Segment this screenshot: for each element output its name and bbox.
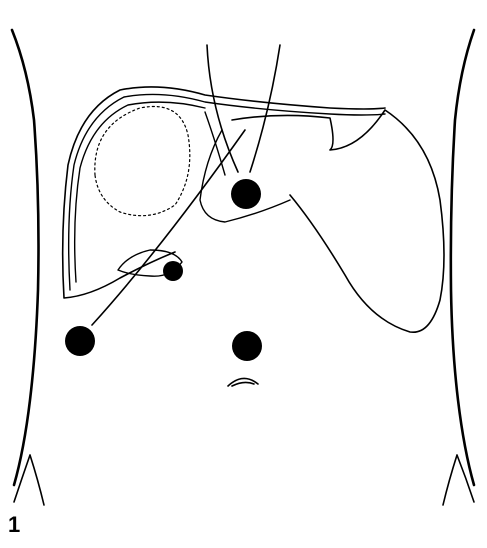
instrument-line bbox=[92, 130, 245, 325]
port-right-lateral bbox=[65, 326, 95, 356]
diaphragm-lines bbox=[69, 94, 385, 290]
liver-outline bbox=[63, 87, 385, 298]
right-flank-line bbox=[451, 30, 474, 485]
torso-outline bbox=[12, 30, 474, 505]
port-umbilical bbox=[232, 331, 262, 361]
umbilicus bbox=[228, 378, 258, 386]
liver-right-lobe-area bbox=[95, 107, 190, 216]
port-right-subcostal-small bbox=[163, 261, 183, 281]
stomach-outline bbox=[232, 110, 444, 332]
left-flank-line bbox=[12, 30, 39, 485]
figure-number: 1 bbox=[8, 513, 20, 537]
port-subxiphoid bbox=[231, 179, 261, 209]
